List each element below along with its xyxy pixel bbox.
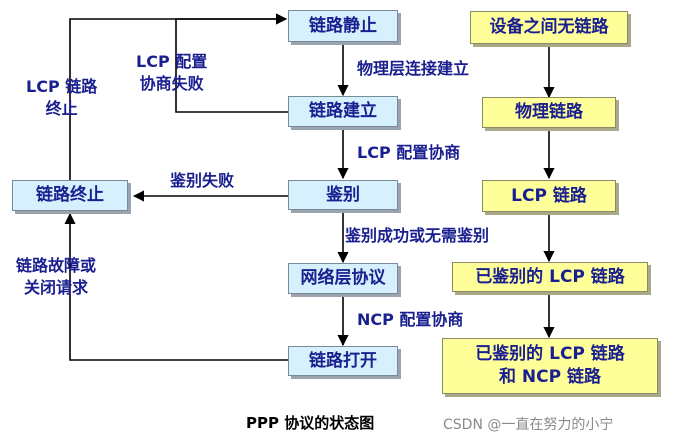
label-lcp-terminate-line2: 终止	[45, 99, 78, 118]
link-status-physical: 物理链路	[482, 97, 616, 128]
link-status-physical-label: 物理链路	[515, 102, 583, 122]
state-link-open-label: 链路打开	[309, 350, 377, 371]
label-auth-fail: 鉴别失败	[170, 171, 235, 190]
state-link-dead-label: 链路静止	[309, 15, 377, 36]
arrow-terminate-to-dead	[69, 13, 288, 180]
watermark: CSDN @一直在努力的小宁	[443, 417, 614, 433]
link-status-auth-lcp-ncp-line1: 已鉴别的 LCP 链路	[475, 344, 625, 364]
label-lcp-fail-line1: LCP 配置	[136, 52, 208, 71]
link-status-lcp-label: LCP 链路	[511, 185, 587, 206]
label-physical-up: 物理层连接建立	[357, 59, 470, 78]
label-failure-line1: 链路故障或	[16, 256, 97, 275]
link-status-auth-lcp-label: 已鉴别的 LCP 链路	[475, 266, 625, 287]
label-ncp-config: NCP 配置协商	[357, 310, 464, 329]
link-status-auth-lcp-ncp-line2: 和 NCP 链路	[499, 367, 601, 387]
diagram-caption: PPP 协议的状态图	[246, 414, 375, 432]
state-link-established-label: 链路建立	[309, 101, 377, 121]
state-link-terminate: 链路终止	[12, 180, 128, 211]
link-status-no-link: 设备之间无链路	[470, 11, 628, 44]
state-authenticate-label: 鉴别	[326, 184, 360, 205]
arrow-open-to-terminate	[64, 212, 288, 361]
link-status-no-link-label: 设备之间无链路	[489, 17, 609, 37]
label-lcp-fail-line2: 协商失败	[139, 74, 204, 93]
label-lcp-fail: LCP 配置 协商失败	[136, 51, 207, 95]
link-status-lcp: LCP 链路	[482, 180, 616, 212]
link-status-auth-lcp-ncp: 已鉴别的 LCP 链路 和 NCP 链路	[442, 338, 658, 394]
state-network-layer: 网络层协议	[288, 263, 398, 294]
label-failure-line2: 关闭请求	[24, 278, 89, 297]
state-link-open: 链路打开	[288, 346, 398, 376]
state-link-dead: 链路静止	[288, 10, 398, 42]
label-lcp-terminate: LCP 链路 终止	[26, 76, 97, 120]
state-network-layer-label: 网络层协议	[300, 268, 386, 288]
label-auth-ok: 鉴别成功或无需鉴别	[345, 226, 490, 245]
label-lcp-config: LCP 配置协商	[357, 143, 461, 162]
state-authenticate: 鉴别	[288, 180, 398, 210]
link-status-auth-lcp: 已鉴别的 LCP 链路	[452, 262, 648, 292]
state-link-terminate-label: 链路终止	[36, 185, 104, 205]
state-link-established: 链路建立	[288, 96, 398, 127]
label-failure: 链路故障或 关闭请求	[16, 255, 96, 299]
label-lcp-terminate-line1: LCP 链路	[26, 77, 98, 96]
